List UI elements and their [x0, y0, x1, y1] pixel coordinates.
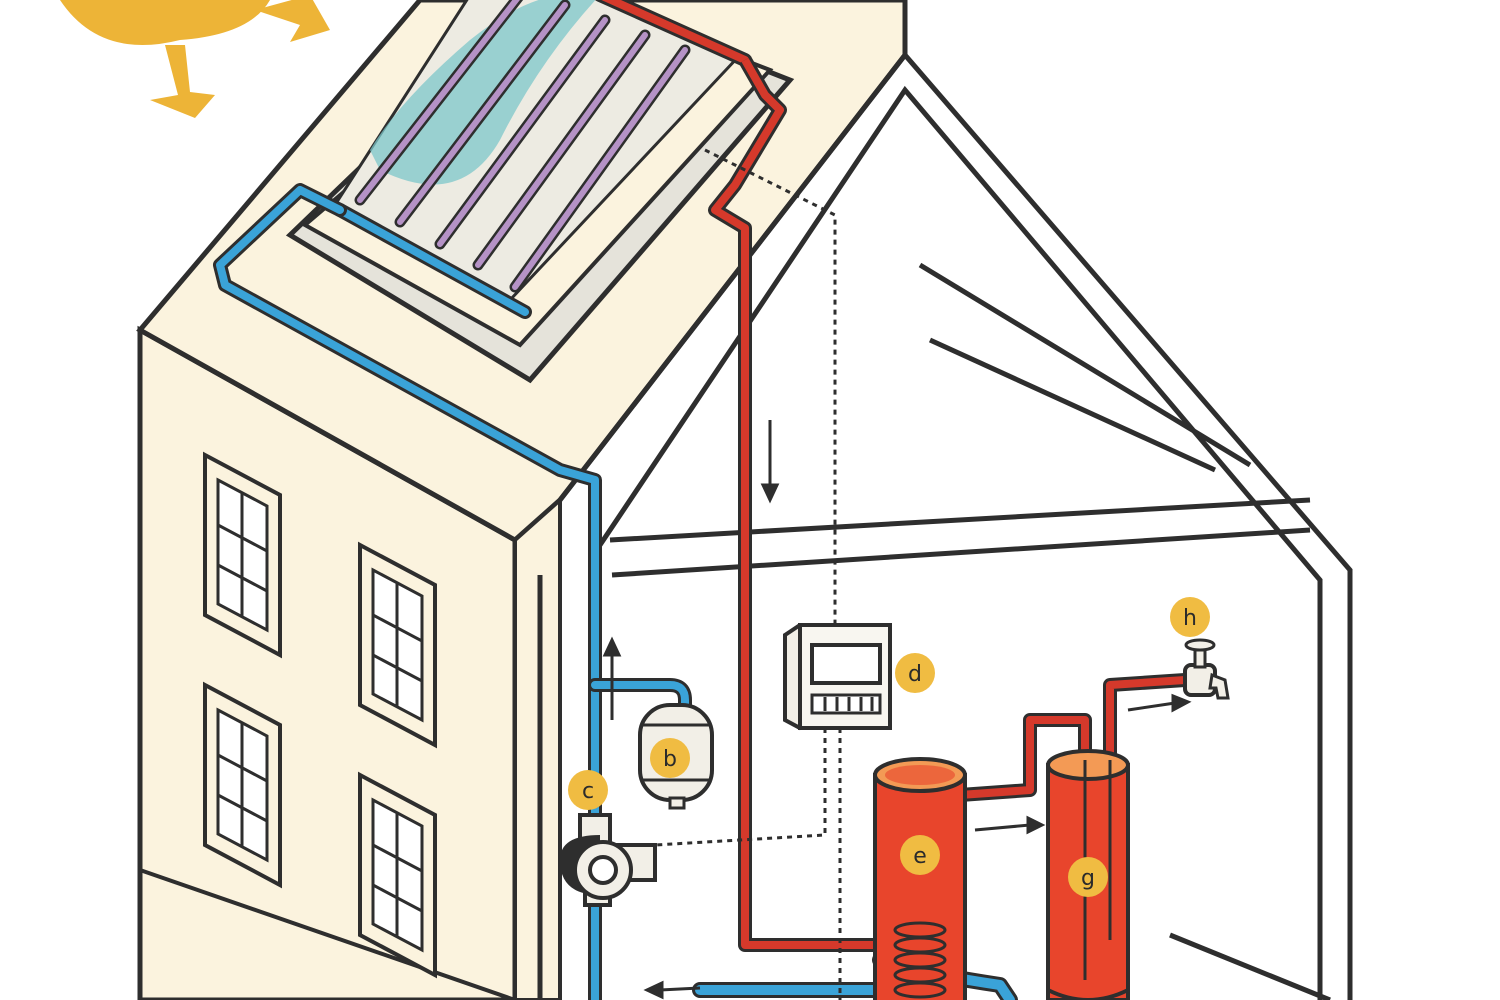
house-cutaway-outline	[537, 51, 1353, 1000]
window-icon	[203, 681, 282, 889]
svg-text:e: e	[913, 844, 927, 869]
svg-text:b: b	[663, 747, 677, 772]
storage-tank-icon	[873, 757, 967, 1000]
controller-icon	[783, 623, 892, 731]
flow-arrow	[974, 815, 1046, 835]
window-icon	[358, 771, 437, 979]
hot-pipe	[708, 56, 1186, 952]
window-icon	[358, 541, 437, 749]
solar-collector-icon	[285, 0, 795, 384]
flow-arrow	[760, 420, 780, 504]
sun-icon	[60, 0, 330, 118]
pump-icon	[560, 813, 657, 907]
faucet-icon	[1183, 638, 1230, 700]
label-g: g	[1068, 857, 1108, 897]
label-h: h	[1170, 597, 1210, 637]
flow-arrow	[643, 980, 701, 1000]
window-icon	[203, 451, 282, 659]
svg-text:g: g	[1081, 866, 1095, 891]
label-c: c	[568, 770, 608, 810]
label-e: e	[900, 835, 940, 875]
label-b: b	[650, 738, 690, 778]
svg-text:d: d	[908, 662, 922, 687]
control-wire	[654, 148, 842, 1000]
flow-arrow	[602, 636, 622, 720]
svg-text:c: c	[582, 779, 594, 804]
flow-arrow	[1127, 693, 1192, 713]
svg-text:h: h	[1183, 606, 1197, 631]
label-d: d	[895, 653, 935, 693]
